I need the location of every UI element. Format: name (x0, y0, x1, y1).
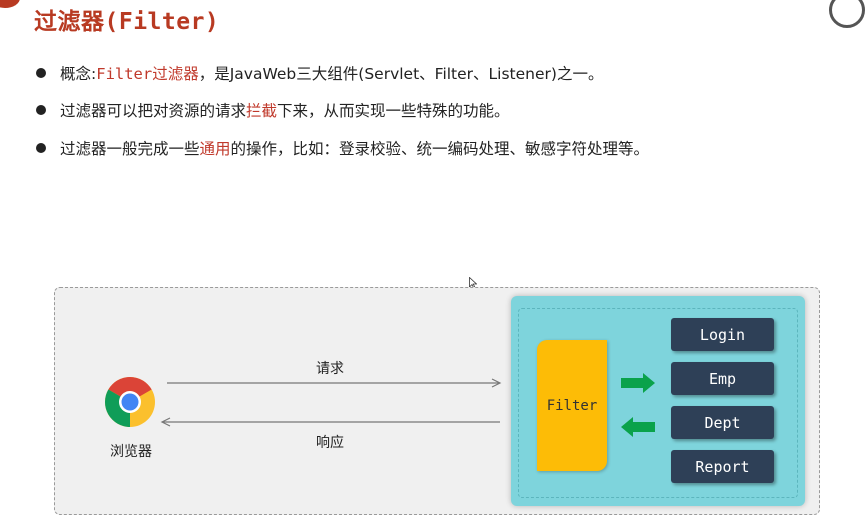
resource-report: Report (671, 450, 774, 483)
arrow-right-icon (621, 373, 655, 393)
bullet-common-ops: 过滤器一般完成一些通用的操作，比如：登录校验、统一编码处理、敏感字符处理等。 (36, 135, 649, 160)
resource-emp: Emp (671, 362, 774, 395)
bullet-suffix: 下来，从而实现一些特殊的功能。 (277, 102, 510, 120)
bullet-highlight: 通用 (199, 139, 231, 158)
bullet-prefix: 过滤器一般完成一些 (60, 139, 200, 158)
request-arrow (167, 378, 502, 388)
bullet-dot-icon (36, 67, 46, 78)
bullet-dot-icon (36, 105, 46, 115)
browser-label: 浏览器 (110, 444, 152, 460)
response-label: 响应 (316, 435, 344, 451)
filter-block: Filter (537, 340, 607, 471)
filter-flow-arrows (621, 373, 655, 437)
bullet-prefix: 过滤器可以把对资源的请求 (60, 102, 247, 120)
bullet-suffix: ，是JavaWeb三大组件(Servlet、Filter、Listener)之一… (198, 64, 604, 83)
bullet-concept: 概念: Filter过滤器，是JavaWeb三大组件(Servlet、Filte… (36, 60, 649, 85)
logo-icon (829, 0, 865, 28)
request-label: 请求 (316, 361, 344, 377)
bullet-highlight: Filter过滤器 (96, 64, 199, 83)
bullet-dot-icon (36, 142, 46, 153)
resource-dept: Dept (671, 406, 774, 439)
corner-decoration (0, 0, 20, 8)
page-title: 过滤器(Filter) (34, 9, 220, 35)
server-inner-border (518, 308, 798, 498)
bullet-suffix: 的操作，比如：登录校验、统一编码处理、敏感字符处理等。 (230, 139, 650, 158)
request-response-arrows (160, 378, 502, 427)
response-arrow (160, 417, 500, 427)
chrome-browser-icon (105, 377, 155, 427)
arrow-left-icon (621, 417, 655, 437)
bullet-intercept: 过滤器可以把对资源的请求拦截下来，从而实现一些特殊的功能。 (36, 98, 649, 123)
bullet-highlight: 拦截 (246, 102, 278, 120)
bullet-list: 概念: Filter过滤器，是JavaWeb三大组件(Servlet、Filte… (36, 60, 649, 173)
bullet-prefix: 概念: (60, 64, 97, 83)
resource-login: Login (671, 318, 774, 351)
